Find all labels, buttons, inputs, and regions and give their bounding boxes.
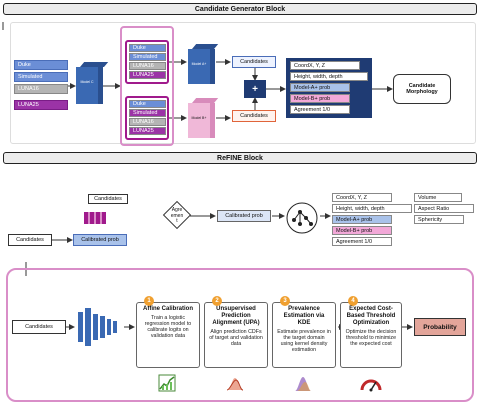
pipeline-candidates: Candidates (12, 320, 66, 334)
group-b-luna16: LUNA16 (129, 118, 166, 126)
input-chip-simulated: Simulated (14, 72, 68, 82)
model-c-cube-front (76, 67, 98, 104)
refine-feature-model-b-prob: Model-B+ prob (332, 226, 392, 235)
alignment-chart-icon (226, 374, 244, 392)
step-4-title: Expected Cost-Based Threshold Optimizati… (346, 306, 396, 326)
step-2-title: Unsupervised Prediction Alignment (UPA) (212, 306, 260, 326)
pipeline-model-stack-svg (78, 308, 117, 346)
step-2-badge: 2 (212, 296, 222, 306)
step-1-title: Affine Calibration (142, 306, 193, 312)
candidate-morphology-box: Candidate Morphology (393, 74, 451, 104)
agreement-line-1: Agre (171, 207, 183, 213)
model-b-cube-side (210, 103, 215, 138)
group-b: Duke Simulated LUNA16 LUNA25 (125, 96, 169, 140)
cg-feature-agreement: Agreement 1/0 (290, 105, 350, 114)
model-c-cube-side (98, 67, 103, 104)
agreement-label: Agre emen t (162, 207, 192, 225)
model-b-cube: Model B+ (188, 98, 219, 138)
pipeline-model-stack (76, 306, 124, 348)
input-dataset-list: Duke Simulated LUNA16 LUNA25 (14, 60, 68, 114)
cg-features-panel: CoordX, Y, Z Height, width, depth Model-… (286, 58, 372, 118)
model-a-label: Model A+ (191, 62, 207, 66)
step-3-badge: 3 (280, 296, 290, 306)
group-a-duke: Duke (129, 44, 166, 52)
threshold-gauge-icon-svg (360, 379, 382, 392)
combine-plus-box: + (244, 80, 266, 98)
model-b-cube-front (188, 103, 210, 138)
step-1-card: Affine Calibration Train a logistic regr… (136, 302, 200, 368)
model-a-cube: Model A+ (188, 44, 219, 84)
input-chip-luna25: LUNA25 (14, 100, 68, 110)
step-3-title: Prevalence Estimation via KDE (283, 306, 325, 326)
calibration-chart-icon-svg (158, 374, 176, 392)
network-icon-svg (286, 202, 318, 234)
group-a-luna25: LUNA25 (129, 71, 166, 79)
step-2-card: Unsupervised Prediction Alignment (UPA) … (204, 302, 268, 368)
refine-calibrated-prob-left: Calibrated prob (73, 234, 127, 246)
group-b-luna25: LUNA25 (129, 127, 166, 135)
refine-feature-agreement: Agreement 1/0 (332, 237, 392, 246)
input-chip-duke: Duke (14, 60, 68, 70)
refine-feature-coords: CoordX, Y, Z (332, 193, 392, 202)
step-1-badge: 1 (144, 296, 154, 306)
pipeline-frame (6, 268, 474, 402)
cg-feature-model-a-prob: Model-A+ prob (290, 83, 350, 92)
group-b-simulated: Simulated (129, 109, 166, 117)
candidates-bottom-box: Candidates (232, 110, 276, 122)
model-c-label: Model C (80, 80, 94, 84)
model-a-cube-front (188, 49, 210, 84)
refine-candidates-left: Candidates (8, 234, 52, 246)
agreement-line-3: t (176, 218, 178, 224)
model-c-cube: Model C (76, 62, 109, 104)
input-chip-luna16: LUNA16 (14, 84, 68, 94)
refine-feature-size: Height, width, depth (332, 204, 412, 213)
group-b-duke: Duke (129, 100, 166, 108)
candidate-morphology-label: Candidate Morphology (406, 82, 438, 95)
steps-container: Affine Calibration Train a logistic regr… (136, 296, 402, 400)
cg-feature-model-b-prob: Model-B+ prob (290, 94, 350, 103)
network-icon (286, 202, 318, 234)
model-b-label: Model B+ (191, 116, 207, 120)
refine-model-icon-bars (84, 212, 106, 224)
kde-chart-icon (294, 374, 312, 392)
refine-feature-aspect-ratio: Aspect Ratio (414, 204, 474, 213)
step-3-desc: Estimate prevalence in the target domain… (277, 328, 331, 353)
refine-calibrated-prob-mid: Calibrated prob (217, 210, 271, 222)
candidates-top-box: Candidates (232, 56, 276, 68)
step-3-card: Prevalence Estimation via KDE Estimate p… (272, 302, 336, 368)
step-1-desc: Train a logistic regression model to cal… (144, 314, 192, 340)
agreement-diamond: Agre emen t (162, 200, 192, 230)
group-a: Duke Simulated LUNA16 LUNA25 (125, 40, 169, 84)
refine-features-right: Volume Aspect Ratio Sphericity (414, 193, 476, 233)
candidate-generator-frame (10, 22, 476, 144)
refine-header: ReFINE Block (3, 152, 477, 164)
refine-candidates-top: Candidates (88, 194, 128, 204)
agreement-line-2: emen (170, 212, 184, 219)
calibration-chart-icon (158, 374, 176, 392)
group-a-simulated: Simulated (129, 53, 166, 61)
threshold-gauge-icon (360, 374, 382, 392)
refine-feature-sphericity: Sphericity (414, 215, 464, 224)
probability-label: Probability (423, 323, 457, 331)
step-2-desc: Align prediction CDFs of target and vali… (209, 328, 263, 347)
model-groups-frame (120, 26, 174, 146)
step-4-badge: 4 (348, 296, 358, 306)
kde-chart-icon-svg (295, 377, 311, 391)
cg-feature-coords: CoordX, Y, Z (290, 61, 360, 70)
probability-box: Probability (414, 318, 466, 336)
cg-feature-size: Height, width, depth (290, 72, 368, 81)
group-a-luna16: LUNA16 (129, 62, 166, 70)
refine-feature-volume: Volume (414, 193, 462, 202)
refine-features-left: CoordX, Y, Z Height, width, depth Model-… (332, 193, 422, 253)
alignment-chart-icon-svg (226, 378, 244, 391)
refine-model-icon (84, 210, 106, 226)
step-4-desc: Optimize the decision threshold to minim… (345, 328, 397, 347)
combine-plus-sign: + (252, 83, 258, 95)
model-a-cube-side (210, 49, 215, 84)
refine-feature-model-a-prob: Model-A+ prob (332, 215, 392, 224)
candidate-generator-header: Candidate Generator Block (3, 3, 477, 15)
step-4-card: Expected Cost-Based Threshold Optimizati… (340, 302, 402, 368)
